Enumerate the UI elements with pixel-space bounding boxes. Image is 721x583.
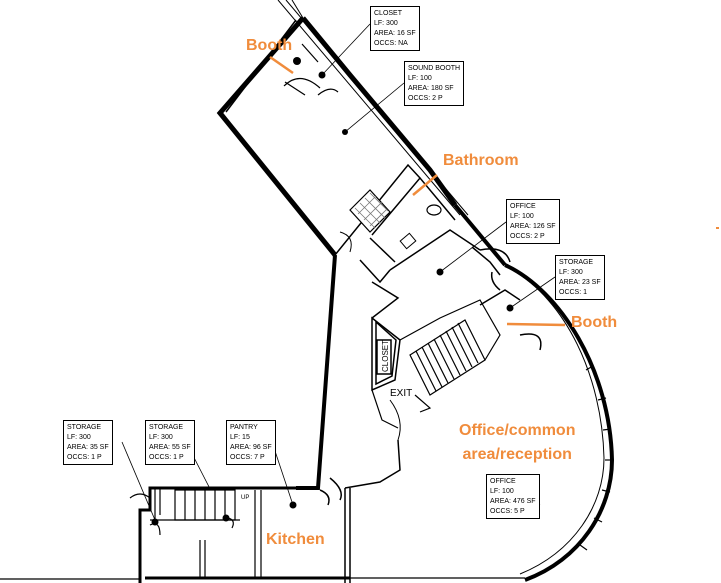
annotation-booth-top: Booth bbox=[246, 37, 293, 54]
annotation-kitchen: Kitchen bbox=[266, 531, 325, 548]
tag-pantry: PANTRY LF: 15 AREA: 96 SF OCCS: 7 P bbox=[226, 420, 276, 465]
annotation-lines bbox=[269, 55, 566, 327]
tag-storage-left-2: STORAGE LF: 300 AREA: 55 SF OCCS: 1 P bbox=[145, 420, 195, 465]
office-right-point bbox=[436, 268, 444, 276]
up-label: UP bbox=[241, 495, 250, 501]
lower-left-walls bbox=[138, 486, 350, 583]
annotation-office-common-line2: area/reception bbox=[462, 446, 572, 463]
office-right-walls bbox=[371, 229, 511, 319]
storage-left-2-point bbox=[222, 514, 230, 522]
storage-right-walls bbox=[479, 271, 542, 351]
annotation-office-common-line1: Office/common bbox=[459, 422, 576, 439]
tag-office-right: OFFICE LF: 100 AREA: 126 SF OCCS: 2 P bbox=[506, 199, 560, 244]
closet-top-marker bbox=[293, 57, 301, 65]
closet-top-walls bbox=[283, 43, 339, 96]
pantry-point bbox=[289, 501, 297, 509]
storage-left-1-point bbox=[151, 518, 159, 526]
curved-exterior-wall bbox=[504, 263, 615, 582]
tag-office-bottom: OFFICE LF: 100 AREA: 476 SF OCCS: 5 P bbox=[486, 474, 540, 519]
toilet-icon bbox=[426, 204, 442, 216]
tag-storage-right: STORAGE LF: 300 AREA: 23 SF OCCS: 1 bbox=[555, 255, 605, 300]
annotation-booth-right: Booth bbox=[571, 314, 618, 331]
storage-right-point bbox=[506, 304, 514, 312]
reception-walls bbox=[319, 439, 401, 583]
annotation-bathroom: Bathroom bbox=[443, 152, 519, 169]
closet-vertical-label: CLOSET bbox=[381, 339, 390, 372]
sink-icon bbox=[399, 232, 417, 250]
annotation-office-common: Office/common area/reception bbox=[459, 419, 575, 467]
window-marks bbox=[579, 365, 613, 551]
tag-storage-left-1: STORAGE LF: 300 AREA: 35 SF OCCS: 1 P bbox=[63, 420, 113, 465]
bathroom-walls bbox=[334, 163, 456, 284]
stairs bbox=[371, 299, 501, 429]
center-closet bbox=[371, 316, 401, 392]
corridor-walls bbox=[296, 203, 507, 490]
upper-wing-walls bbox=[216, 16, 458, 257]
tag-sound-booth: SOUND BOOTH LF: 100 AREA: 180 SF OCCS: 2… bbox=[404, 61, 465, 106]
hatched-fixture bbox=[349, 189, 391, 233]
tag-closet-top: CLOSET LF: 300 AREA: 16 SF OCCS: NA bbox=[370, 6, 420, 51]
exit-label: EXIT bbox=[390, 388, 413, 399]
